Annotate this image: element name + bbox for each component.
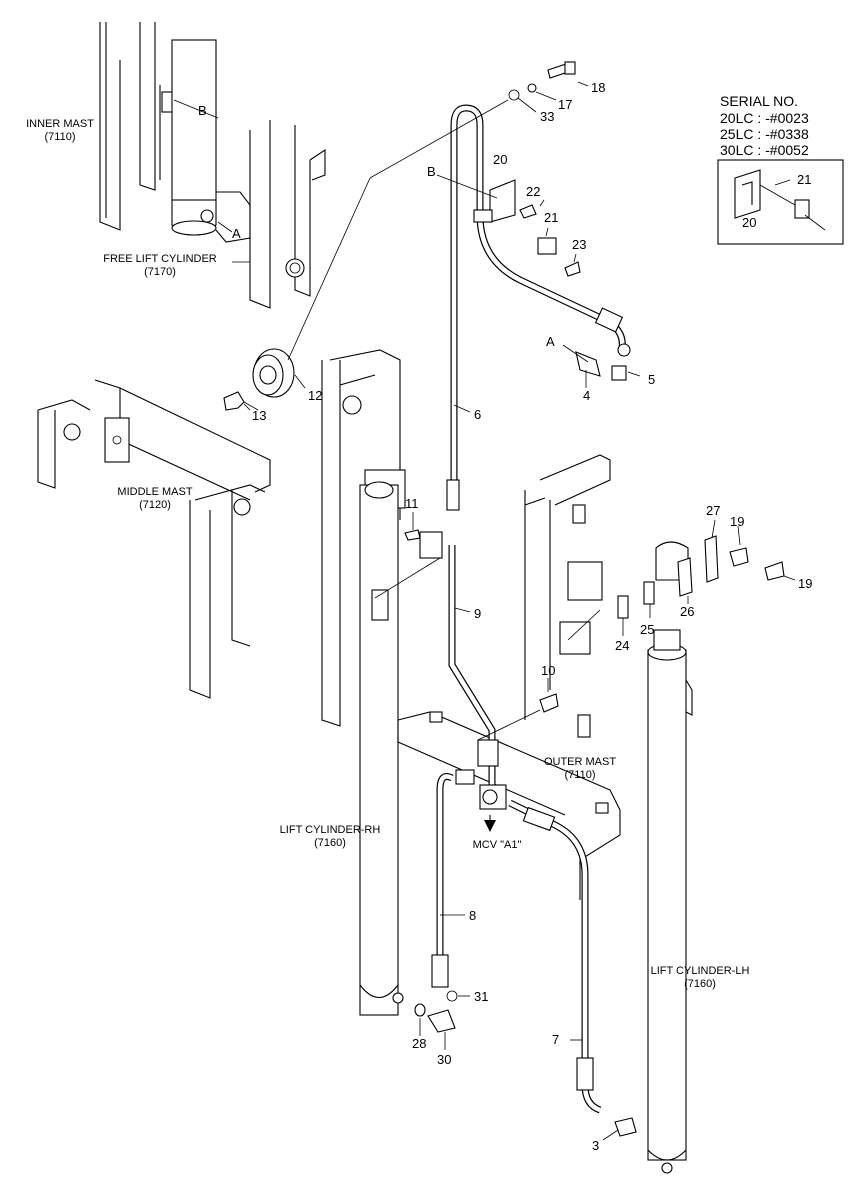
callout-8: 8 xyxy=(469,908,476,923)
sheave-and-pin xyxy=(223,177,371,411)
label-middle-mast-code: (7120) xyxy=(139,499,171,511)
callout-4: 4 xyxy=(583,388,590,403)
small-parts xyxy=(369,61,785,1137)
callout-20: 20 xyxy=(493,152,507,167)
serial-inset-frame xyxy=(717,159,844,245)
label-lift-cylinder-lh-code: (7160) xyxy=(684,978,716,990)
callout-30: 30 xyxy=(437,1052,451,1067)
leader-lines xyxy=(173,81,796,1141)
callout-24: 24 xyxy=(615,638,629,653)
callout-5: 5 xyxy=(648,372,655,387)
callout-22: 22 xyxy=(526,184,540,199)
callout-28: 28 xyxy=(412,1036,426,1051)
callout-23: 23 xyxy=(572,237,586,252)
callout-19-upper: 19 xyxy=(730,514,744,529)
ref-b-inner: B xyxy=(198,103,207,118)
serial-title: SERIAL NO. xyxy=(720,93,798,109)
callout-21: 21 xyxy=(544,210,558,225)
label-lift-cylinder-rh: LIFT CYLINDER-RH xyxy=(280,824,381,836)
label-free-lift-cylinder: FREE LIFT CYLINDER xyxy=(103,253,217,265)
callout-3: 3 xyxy=(592,1138,599,1153)
callout-10: 10 xyxy=(541,663,555,678)
ref-a-clamp: A xyxy=(546,334,555,349)
label-inner-mast: INNER MAST xyxy=(26,118,94,130)
callout-9: 9 xyxy=(474,606,481,621)
callout-13: 13 xyxy=(252,408,266,423)
label-mcv: MCV "A1" xyxy=(473,839,522,851)
label-outer-mast-code: (7110) xyxy=(565,769,596,781)
component-labels: INNER MAST (7110) FREE LIFT CYLINDER (71… xyxy=(26,103,749,990)
serial-callout-21: 21 xyxy=(797,172,811,187)
lift-cylinder-rh-drawing xyxy=(321,349,406,1016)
callout-27: 27 xyxy=(706,503,720,518)
callout-19-lower: 19 xyxy=(798,576,812,591)
ref-a-inner: A xyxy=(232,226,241,241)
label-lift-cylinder-rh-code: (7160) xyxy=(314,837,346,849)
label-inner-mast-code: (7110) xyxy=(45,131,76,143)
serial-line-20lc: 20LC : -#0023 xyxy=(720,110,809,126)
ref-b-clamp: B xyxy=(427,164,436,179)
hydraulic-hoses xyxy=(431,104,631,1114)
outer-mast-drawing xyxy=(397,454,621,900)
serial-number-box: SERIAL NO. 20LC : -#0023 25LC : -#0338 3… xyxy=(717,93,844,245)
callout-7: 7 xyxy=(552,1032,559,1047)
part-callouts: 18 17 33 20 22 21 23 12 13 4 5 6 11 9 10… xyxy=(252,80,812,1153)
label-free-lift-cylinder-code: (7170) xyxy=(144,266,176,278)
inner-mast-drawing xyxy=(99,22,326,309)
label-outer-mast: OUTER MAST xyxy=(544,756,616,768)
serial-line-25lc: 25LC : -#0338 xyxy=(720,126,809,142)
callout-18: 18 xyxy=(591,80,605,95)
callout-26: 26 xyxy=(680,604,694,619)
label-lift-cylinder-lh: LIFT CYLINDER-LH xyxy=(651,965,750,977)
callout-31: 31 xyxy=(474,989,488,1004)
callout-12: 12 xyxy=(308,388,322,403)
callout-11: 11 xyxy=(405,496,419,511)
callout-6: 6 xyxy=(474,407,481,422)
callout-17: 17 xyxy=(558,97,572,112)
callout-25: 25 xyxy=(640,622,654,637)
lift-cylinder-lh-drawing xyxy=(647,629,693,1174)
serial-line-30lc: 30LC : -#0052 xyxy=(720,142,809,158)
label-middle-mast: MIDDLE MAST xyxy=(117,486,192,498)
middle-mast-drawing xyxy=(37,379,271,699)
callout-33: 33 xyxy=(540,109,554,124)
serial-callout-20: 20 xyxy=(742,215,756,230)
